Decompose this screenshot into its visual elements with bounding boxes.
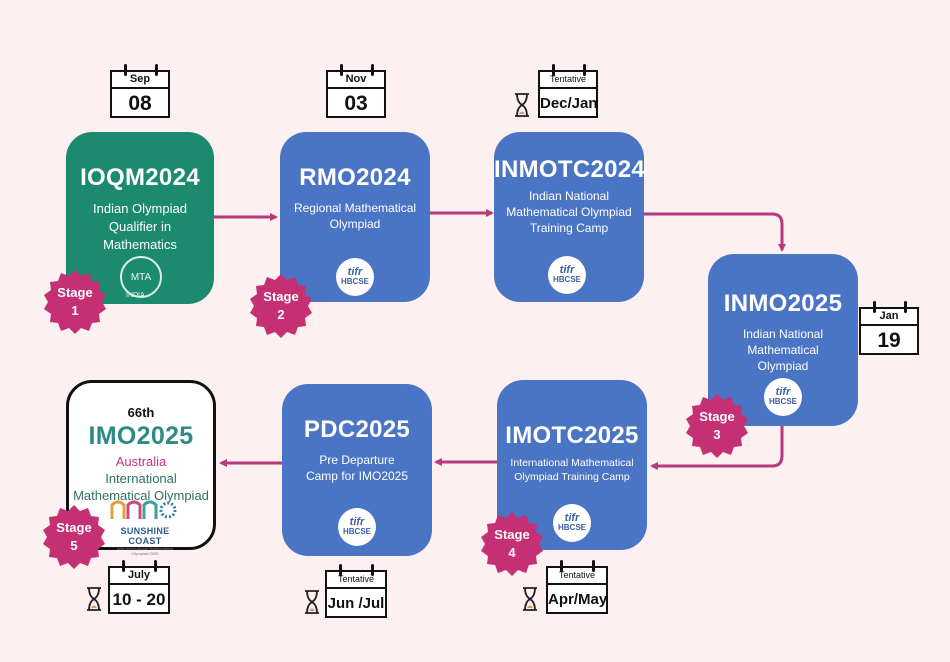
- calendar-month: Jan: [861, 309, 917, 326]
- calendar-day: 19: [877, 329, 901, 352]
- ioqm-title: IOQM2024: [80, 164, 200, 191]
- tifr-hbcse-logo: tifr HBCSE: [553, 504, 591, 542]
- tifr-hbcse-logo: tifr HBCSE: [336, 258, 374, 296]
- inmotc-subtitle: Indian National Mathematical Olympiad Tr…: [506, 189, 632, 235]
- calendar-day: Apr/May: [548, 591, 608, 608]
- calendar-rmo: Nov 03: [326, 64, 386, 118]
- hourglass-icon: [523, 587, 537, 611]
- hbcse-text: HBCSE: [340, 277, 369, 286]
- stage-label: Stage: [57, 285, 93, 300]
- tifr-text: tifr: [347, 266, 363, 278]
- calendar-day: Dec/Jan: [540, 95, 598, 112]
- tifr-hbcse-logo: tifr HBCSE: [338, 508, 376, 546]
- calendar-day: 08: [128, 92, 152, 115]
- imo-logo-graphic: [110, 500, 177, 519]
- calendar-month: Nov: [328, 72, 384, 89]
- tifr-text: tifr: [564, 512, 580, 524]
- tifr-text: tifr: [559, 264, 575, 276]
- calendar-imotc: Tentative Apr/May: [546, 560, 608, 614]
- calendar-month: Tentative: [540, 72, 596, 89]
- hourglass-icon: [87, 587, 101, 611]
- mta-logo: MTA: [120, 256, 162, 298]
- imo-subtitle: International Mathematical Olympiad: [73, 471, 209, 503]
- calendar-inmo: Jan 19: [859, 301, 919, 355]
- mta-logo-sub: INDIA: [126, 292, 145, 299]
- calendar-pdc: Tentative Jun /Jul: [325, 564, 387, 618]
- inmo-box: INMO2025 Indian National Mathematical Ol…: [708, 254, 858, 426]
- inmotc-box: INMOTC2024 Indian National Mathematical …: [494, 132, 646, 302]
- stage-2-badge: Stage 2: [249, 274, 313, 338]
- inmo-title: INMO2025: [723, 290, 843, 317]
- stage-number: 4: [508, 545, 516, 560]
- imo-country: Australia: [115, 454, 167, 469]
- calendar-day: 03: [344, 92, 368, 115]
- rmo-box: RMO2024 Regional Mathematical Olympiad t…: [280, 132, 430, 302]
- stage-4-badge: Stage 4: [480, 512, 544, 576]
- calendar-imo: July 10 - 20: [108, 560, 170, 614]
- calendar-month: Tentative: [327, 572, 385, 589]
- stage-label: Stage: [494, 527, 530, 542]
- calendar-ioqm: Sep 08: [110, 64, 170, 118]
- mta-logo-text: MTA: [130, 271, 152, 283]
- arrow-icon: [650, 426, 784, 470]
- hbcse-text: HBCSE: [557, 523, 586, 532]
- stage-number: 5: [70, 538, 78, 553]
- imo-logo-text: SUNSHINE COAST: [120, 526, 170, 546]
- stage-label: Stage: [699, 409, 735, 424]
- imo-title: IMO2025: [88, 422, 194, 450]
- tifr-text: tifr: [349, 516, 365, 528]
- calendar-month: Sep: [112, 72, 168, 89]
- rmo-title: RMO2024: [299, 164, 411, 191]
- inmo-subtitle: Indian National Mathematical Olympiad: [742, 327, 824, 373]
- stage-1-badge: Stage 1: [43, 270, 107, 334]
- calendar-month: Tentative: [548, 568, 606, 585]
- stage-label: Stage: [263, 289, 299, 304]
- imotc-title: IMOTC2025: [505, 422, 639, 449]
- pdc-title: PDC2025: [303, 416, 411, 443]
- calendar-day: 10 - 20: [112, 590, 166, 609]
- imotc-subtitle: International Mathematical Olympiad Trai…: [510, 457, 634, 483]
- tifr-text: tifr: [775, 386, 791, 398]
- hbcse-text: HBCSE: [342, 527, 371, 536]
- tifr-hbcse-logo: tifr HBCSE: [548, 256, 586, 294]
- pdc-subtitle: Pre Departure Camp for IMO2025: [305, 453, 409, 483]
- stage-number: 1: [71, 303, 79, 318]
- stage-label: Stage: [56, 520, 92, 535]
- stage-number: 2: [277, 307, 285, 322]
- arrow-icon: [644, 212, 786, 252]
- inmotc-title: INMOTC2024: [494, 156, 646, 183]
- stage-number: 3: [713, 427, 721, 442]
- rmo-subtitle: Regional Mathematical Olympiad: [293, 201, 417, 231]
- sunshine-coast-logo: SUNSHINE COAST 66th International Mathem…: [109, 499, 181, 556]
- hbcse-text: HBCSE: [768, 397, 797, 406]
- imo-edition: 66th: [127, 405, 155, 420]
- ioqm-box: IOQM2024 Indian Olympiad Qualifier in Ma…: [66, 132, 214, 304]
- stage-3-badge: Stage 3: [685, 394, 749, 458]
- stage-5-badge: Stage 5: [42, 505, 106, 569]
- hourglass-icon: [305, 590, 319, 614]
- ioqm-subtitle: Indian Olympiad Qualifier in Mathematics: [93, 201, 187, 252]
- calendar-month: July: [110, 568, 168, 585]
- calendar-inmotc: Tentative Dec/Jan: [538, 64, 598, 118]
- imo-logo-small: 66th International Mathematical Olympiad…: [117, 546, 173, 556]
- pdc-box: PDC2025 Pre Departure Camp for IMO2025 t…: [282, 384, 432, 556]
- tifr-hbcse-logo: tifr HBCSE: [764, 378, 802, 416]
- hbcse-text: HBCSE: [552, 275, 581, 284]
- calendar-day: Jun /Jul: [327, 595, 385, 612]
- hourglass-icon: [515, 93, 529, 117]
